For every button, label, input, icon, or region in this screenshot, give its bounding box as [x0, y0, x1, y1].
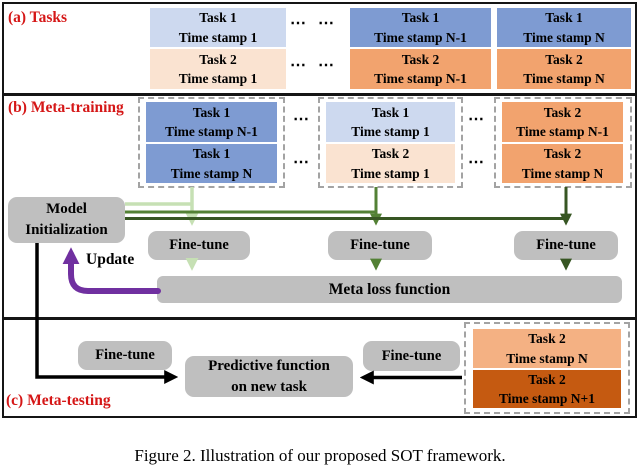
task2-timestamp1-box-a: Task 2 Time stamp 1	[150, 49, 286, 89]
task-box-line1: Task 1	[371, 104, 410, 120]
meta-loss-function-bar: Meta loss function	[157, 276, 622, 303]
task-box-line1: Task 2	[543, 104, 582, 120]
section-a-label: (a) Tasks	[8, 9, 68, 26]
fine-tune-label: Fine-tune	[95, 347, 155, 363]
section-divider-b-c	[2, 317, 636, 320]
task-box-line1: Task 1	[192, 104, 231, 120]
section-b-label: (b) Meta-training	[8, 99, 124, 116]
task1-timestamp1-box-b: Task 1 Time stamp 1	[326, 102, 455, 142]
meta-test-group	[464, 322, 630, 414]
task-box-line2: Time stamp N-1	[374, 29, 467, 45]
task-box-line2: Time stamp N	[523, 29, 605, 45]
task-box-line1: Task 1	[401, 10, 440, 26]
ellipsis: ⋯	[468, 111, 484, 128]
task2-timestampN-box-b: Task 2 Time stamp N	[502, 144, 623, 183]
meta-train-group-3	[494, 97, 632, 188]
ellipsis: ⋯	[293, 154, 309, 171]
task2-timestampN-1-box-a: Task 2 Time stamp N-1	[350, 49, 491, 89]
task1-timestampN-1-box-b: Task 1 Time stamp N-1	[146, 102, 277, 142]
model-initialization-node: Model Initialization	[8, 197, 125, 243]
task-box-line2: Time stamp N-1	[374, 71, 467, 86]
task-box-line1: Task 1	[199, 10, 237, 26]
task-box-line2: Time stamp 1	[178, 71, 258, 86]
task1-timestampN-1-box-a: Task 1 Time stamp N-1	[350, 8, 491, 47]
figure-frame	[2, 2, 637, 418]
task-box-line1: Task 2	[528, 371, 566, 387]
task-box-line2: Time stamp N-1	[516, 124, 609, 139]
task1-timestamp1-box-a: Task 1 Time stamp 1	[150, 8, 286, 47]
task-box-line2: Time stamp 1	[351, 165, 430, 181]
task1-timestampN-box-b: Task 1 Time stamp N	[146, 144, 277, 183]
predictive-line2: on new task	[231, 378, 307, 395]
task-box-line2: Time stamp N	[170, 165, 253, 181]
model-init-line1: Model	[46, 201, 87, 217]
task-box-line1: Task 2	[371, 146, 410, 162]
ellipsis: ⋯	[318, 57, 334, 74]
fine-tune-node-1: Fine-tune	[148, 231, 250, 260]
task-box-line1: Task 1	[545, 10, 583, 26]
ellipsis: ⋯	[468, 154, 484, 171]
task1-timestampN-box-a: Task 1 Time stamp N	[497, 8, 631, 47]
task-box-line1: Task 2	[528, 331, 566, 347]
predictive-function-node: Predictive function on new task	[185, 356, 353, 397]
task-box-line1: Task 2	[199, 51, 237, 67]
ellipsis: ⋯	[318, 15, 334, 32]
model-init-line2: Initialization	[25, 222, 108, 238]
task2-timestampN-1-box-b: Task 2 Time stamp N-1	[502, 102, 623, 142]
fine-tune-node-3: Fine-tune	[514, 231, 618, 260]
task-box-line2: Time stamp N	[523, 71, 605, 86]
meta-train-group-2	[318, 97, 463, 188]
fine-tune-node-2: Fine-tune	[328, 231, 432, 260]
task-box-line1: Task 1	[192, 146, 231, 162]
task-box-line2: Time stamp N-1	[165, 124, 258, 139]
task-box-line1: Task 2	[401, 51, 440, 67]
fine-tune-label: Fine-tune	[536, 237, 596, 253]
section-c-label: (c) Meta-testing	[6, 392, 111, 409]
task-box-line2: Time stamp N	[506, 350, 588, 366]
ellipsis: ⋯	[293, 111, 309, 128]
ellipsis: ⋯	[290, 57, 306, 74]
task2-timestampN-box-a: Task 2 Time stamp N	[497, 49, 631, 89]
predictive-line1: Predictive function	[208, 358, 330, 375]
meta-train-group-1	[138, 97, 285, 188]
meta-loss-label: Meta loss function	[328, 280, 451, 298]
section-divider-a-b	[2, 93, 636, 96]
task-box-line2: Time stamp 1	[351, 124, 430, 139]
task2-timestampN-box-c: Task 2 Time stamp N	[473, 329, 621, 368]
task-box-line2: Time stamp N	[521, 165, 604, 181]
figure-caption: Figure 2. Illustration of our proposed S…	[134, 446, 506, 465]
fine-tune-label: Fine-tune	[381, 347, 442, 364]
fine-tune-node-test-right: Fine-tune	[363, 341, 460, 371]
task-box-line2: Time stamp N+1	[499, 391, 595, 406]
task-box-line1: Task 2	[543, 146, 582, 162]
fine-tune-label: Fine-tune	[169, 237, 229, 253]
task-box-line2: Time stamp 1	[178, 29, 258, 45]
fine-tune-label: Fine-tune	[350, 237, 410, 253]
task2-timestamp1-box-b: Task 2 Time stamp 1	[326, 144, 455, 183]
task2-timestampN+1-box-c: Task 2 Time stamp N+1	[473, 370, 621, 408]
ellipsis: ⋯	[290, 15, 306, 32]
update-label: Update	[86, 251, 135, 268]
task-box-line1: Task 2	[545, 51, 583, 67]
fine-tune-node-test-left: Fine-tune	[78, 341, 172, 370]
